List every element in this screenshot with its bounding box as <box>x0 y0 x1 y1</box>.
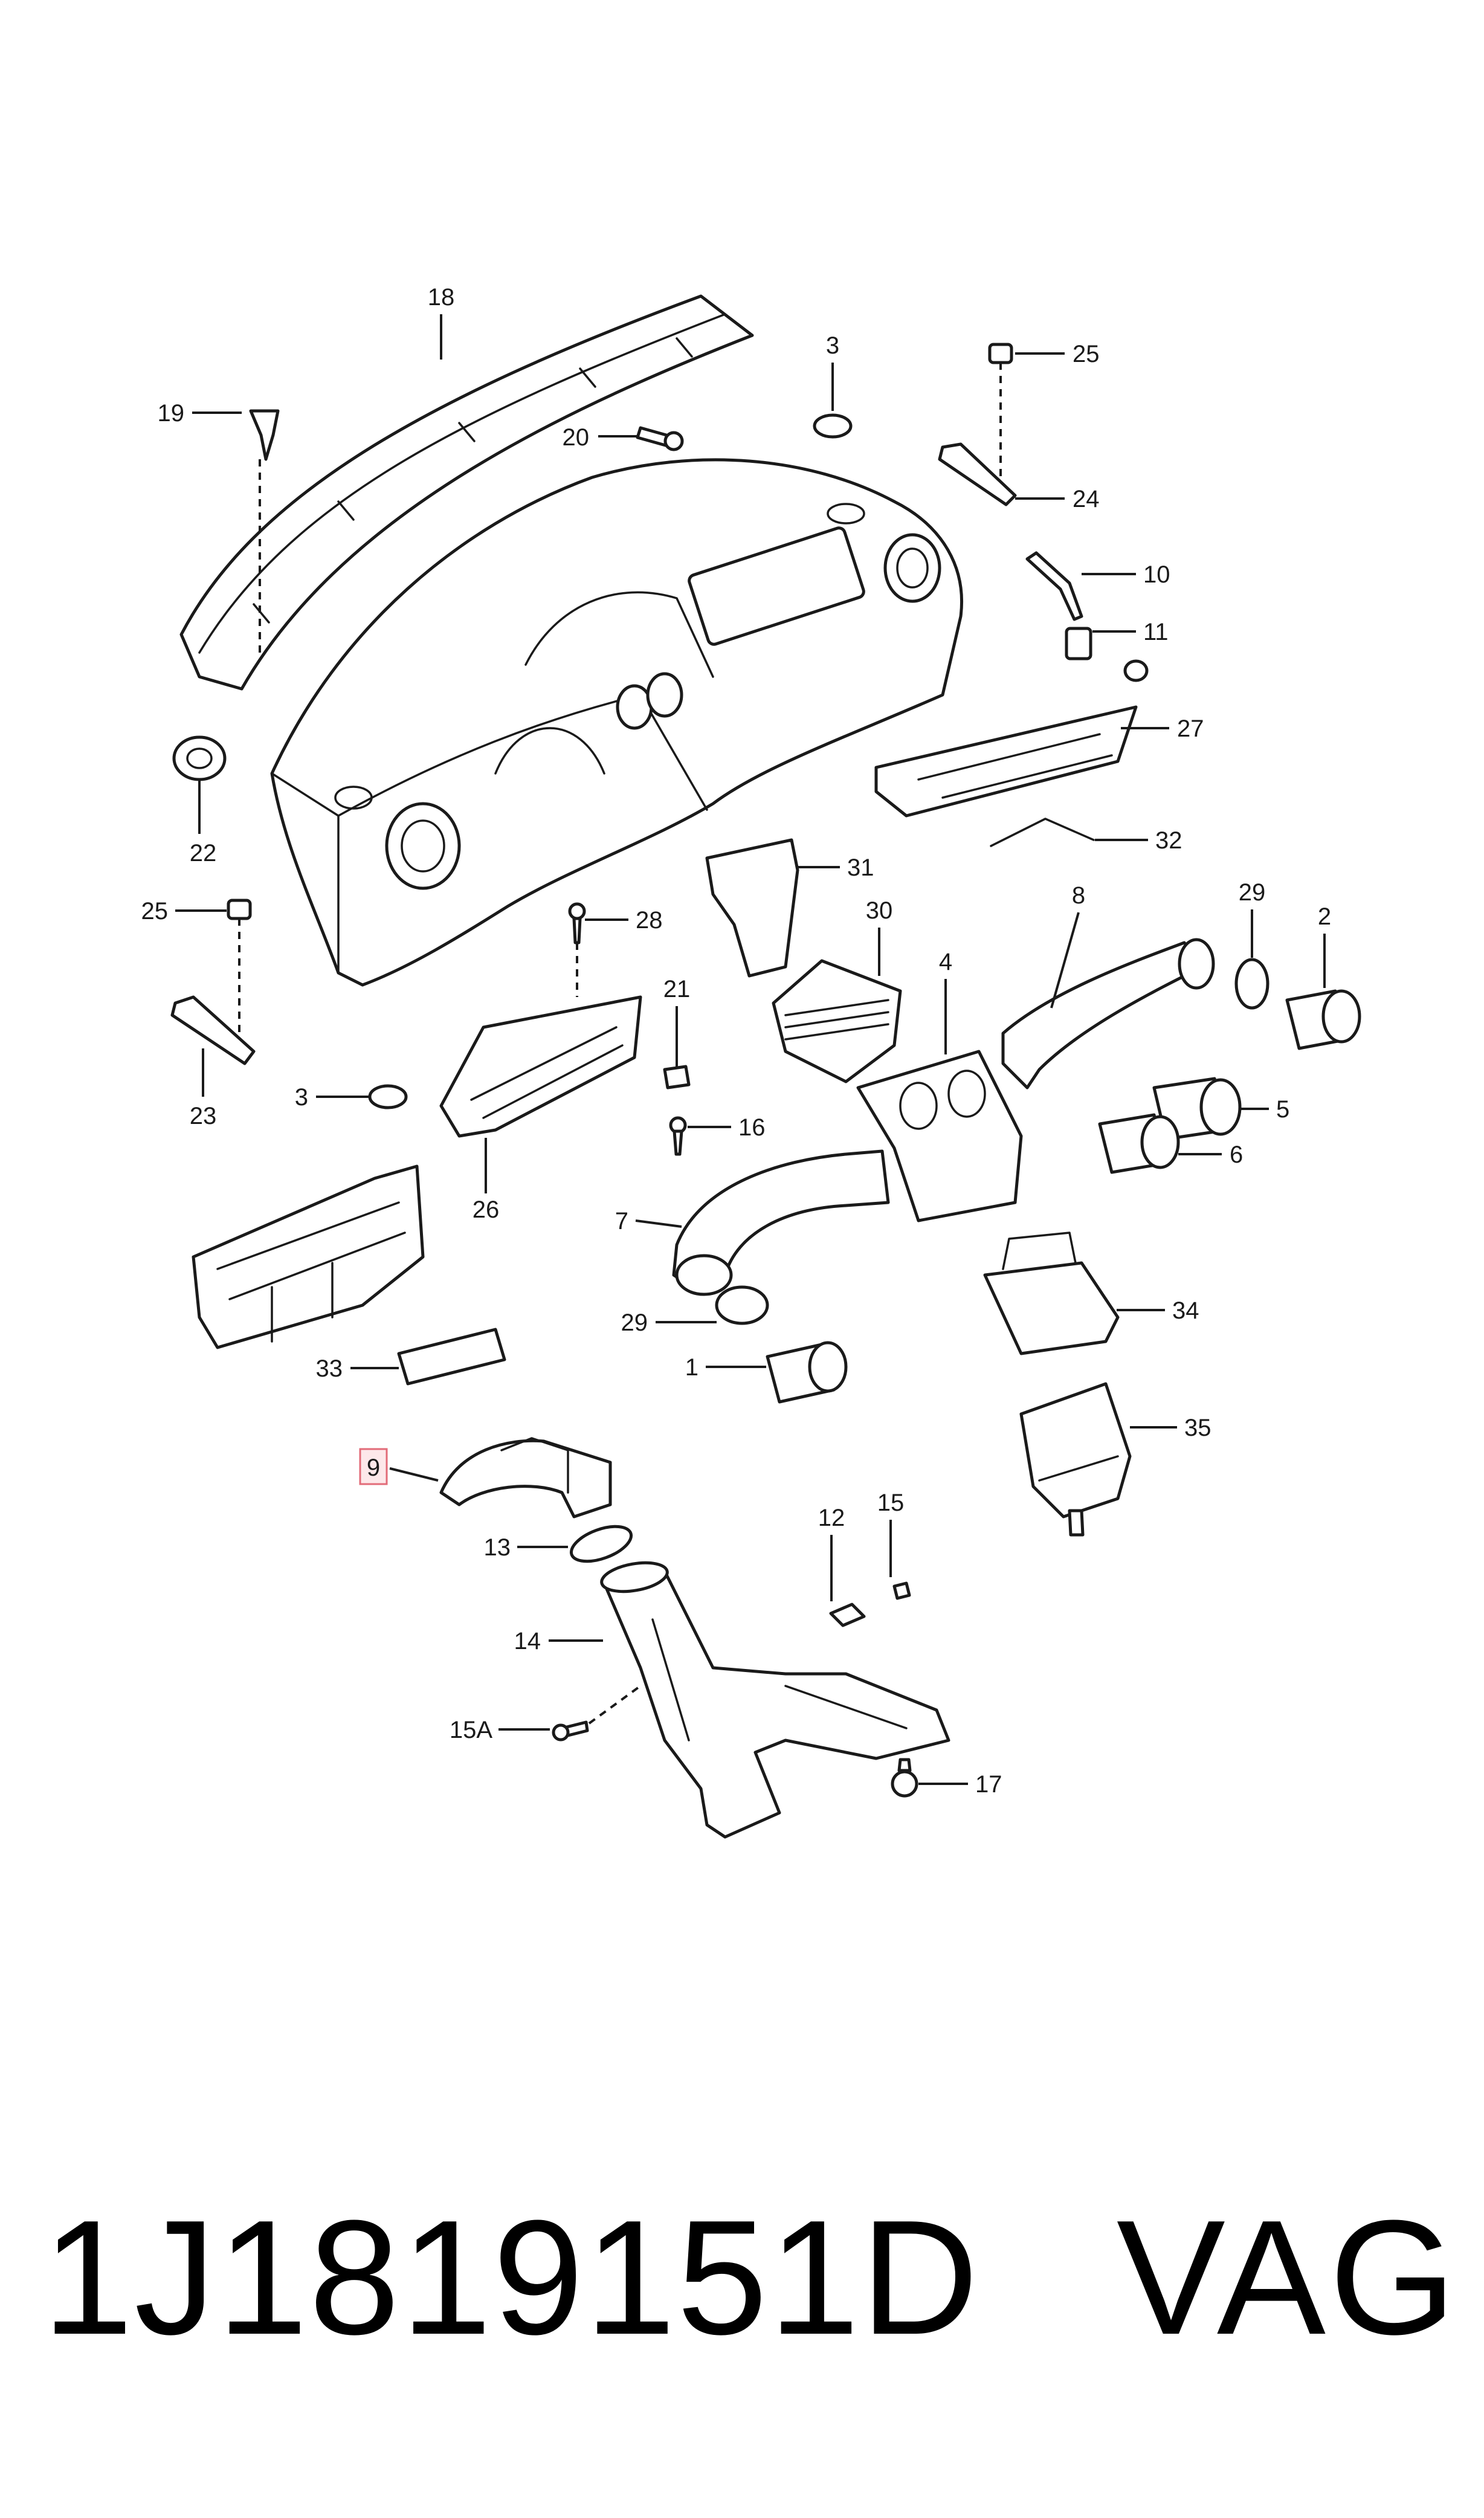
part-7-duct <box>672 1149 890 1295</box>
callout-10: 10 <box>1143 561 1170 588</box>
callout-18: 18 <box>428 284 455 311</box>
callout-23: 23 <box>190 1103 217 1129</box>
part-25-clip-left <box>227 899 252 920</box>
callout-11: 11 <box>1143 619 1169 645</box>
part-6-vent <box>1098 1113 1180 1174</box>
part-29-seal-top <box>1234 958 1269 1010</box>
callout-6: 6 <box>1230 1141 1243 1168</box>
callout-1: 1 <box>685 1354 698 1381</box>
part-10-cable <box>1025 551 1083 621</box>
part-13-ring <box>569 1525 633 1563</box>
part-number: 1J1819151D <box>42 2187 980 2369</box>
callout-12: 12 <box>818 1505 845 1531</box>
callout-15: 15 <box>877 1490 905 1516</box>
part-25-clip-top <box>988 343 1013 364</box>
callout-28: 28 <box>636 907 663 934</box>
callout-31: 31 <box>847 854 874 881</box>
part-28-screw <box>568 902 586 944</box>
part-32-rod <box>990 818 1095 847</box>
part-29-seal-bottom <box>715 1285 769 1325</box>
part-18-upper-trim <box>179 294 754 691</box>
part-31-duct <box>705 838 799 978</box>
part-16-pin <box>669 1116 687 1156</box>
brand-name: VAG <box>1116 2187 1460 2369</box>
part-21-clip <box>663 1065 691 1090</box>
part-3-cap-top <box>813 413 853 439</box>
callout-26: 26 <box>473 1196 500 1223</box>
part-14-floor-duct <box>600 1561 950 1839</box>
callout-4: 4 <box>939 949 952 975</box>
callout-15A: 15A <box>450 1717 492 1743</box>
callout-29-top: 29 <box>1239 879 1266 906</box>
dashboard-body <box>270 458 963 987</box>
part-9-duct-elbow <box>439 1437 612 1519</box>
part-35-housing <box>1019 1382 1132 1537</box>
part-30-bellows <box>772 959 902 1083</box>
callout-30: 30 <box>866 897 893 924</box>
callout-5: 5 <box>1276 1096 1289 1123</box>
part-8-duct <box>1001 941 1204 1090</box>
part-15A-screw <box>552 1720 589 1742</box>
callout-29-bottom: 29 <box>621 1309 648 1336</box>
part-20-screw <box>636 426 684 451</box>
callout-2: 2 <box>1318 903 1331 930</box>
callout-21: 21 <box>663 976 691 1002</box>
footer: 1J1819151D VAG <box>0 2169 1484 2423</box>
callout-14: 14 <box>514 1628 541 1654</box>
callout-3-top: 3 <box>826 332 839 359</box>
part-15-pin <box>892 1581 911 1600</box>
leader-lines <box>175 314 1326 1785</box>
part-17-fastener <box>891 1758 918 1798</box>
callout-17: 17 <box>975 1771 1002 1798</box>
part-24-bracket <box>938 442 1017 506</box>
callout-9-highlighted: 9 <box>359 1448 388 1485</box>
callout-33: 33 <box>316 1355 343 1382</box>
part-19-clip <box>249 409 280 461</box>
callout-16: 16 <box>738 1114 766 1141</box>
part-27-right-panel <box>874 705 1138 818</box>
part-26-left-panel <box>439 995 642 1138</box>
callout-9: 9 <box>367 1454 380 1481</box>
part-1-vent <box>766 1341 848 1404</box>
callout-20: 20 <box>563 424 590 451</box>
part-22-grommet <box>172 735 227 781</box>
part-12-clip <box>829 1603 866 1627</box>
callout-8: 8 <box>1072 882 1085 909</box>
callout-32: 32 <box>1155 827 1182 854</box>
callout-13: 13 <box>484 1534 511 1561</box>
callout-24: 24 <box>1073 486 1100 512</box>
callout-25-top: 25 <box>1073 341 1100 367</box>
part-2-vent <box>1285 989 1361 1050</box>
callout-25-left: 25 <box>141 898 169 925</box>
callout-7: 7 <box>615 1208 628 1235</box>
part-3-cap-left <box>368 1084 408 1109</box>
part-4-center-housing <box>856 1050 1023 1222</box>
callout-34: 34 <box>1172 1297 1199 1324</box>
callout-9-highlight-box <box>359 1448 388 1485</box>
callout-27: 27 <box>1177 715 1204 742</box>
callout-22: 22 <box>190 840 217 867</box>
part-lower-frame <box>192 1164 425 1349</box>
part-11-sensor <box>1065 627 1149 682</box>
part-23-bracket <box>170 995 256 1065</box>
callout-19: 19 <box>158 400 185 427</box>
callout-labels: 18 19 20 3 25 24 10 11 27 22 32 31 25 28… <box>141 284 1332 1798</box>
callout-35: 35 <box>1184 1415 1211 1441</box>
part-33-filter <box>397 1328 506 1386</box>
callout-3-left: 3 <box>295 1084 308 1111</box>
part-34-filter-box <box>983 1232 1120 1355</box>
